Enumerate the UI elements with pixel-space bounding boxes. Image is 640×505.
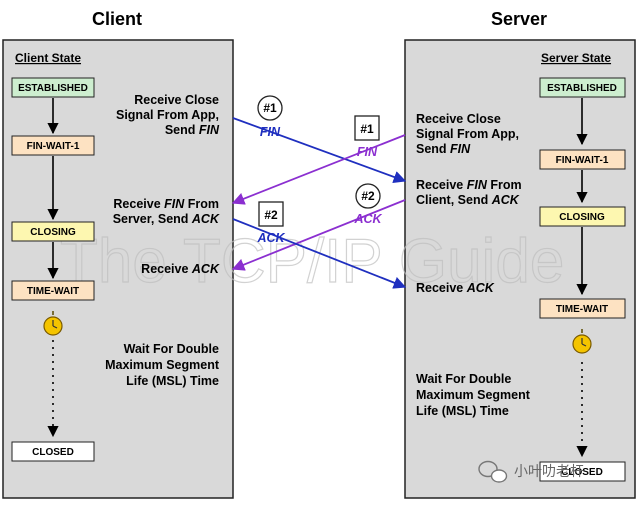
server-state-time-wait: TIME-WAIT [539, 298, 626, 319]
message-server-fin: #1 FIN [231, 115, 406, 205]
server-closed-box [539, 461, 626, 482]
server-fin-arrow [231, 134, 406, 205]
client-label-wait-1: Wait For Double [124, 342, 219, 356]
client-established-box [11, 77, 95, 98]
client-fin-arrow [232, 117, 407, 184]
client-label-close-3: Send FIN [165, 123, 220, 137]
server-ack-badge-text: #2 [361, 189, 375, 203]
client-label-recv-ack: Receive ACK [141, 262, 220, 276]
client-closing-text: CLOSING [30, 227, 76, 238]
client-state-closed: CLOSED [11, 441, 95, 462]
message-client-ack: #2 ACK [232, 201, 407, 289]
message-server-ack: #2 ACK [231, 183, 406, 271]
server-state-established: ESTABLISHED [539, 77, 626, 98]
client-fin-badge-text: #1 [263, 101, 277, 115]
server-label-finrecv-2: Client, Send ACK [416, 193, 520, 207]
client-fin-wait-box [11, 135, 95, 156]
server-ack-arrow [231, 199, 406, 271]
message-client-fin: #1 FIN [232, 95, 407, 184]
client-label-wait-3: Life (MSL) Time [126, 374, 219, 388]
server-label-close-2: Signal From App, [416, 127, 519, 141]
client-header: Client [92, 9, 142, 29]
client-label-close-2: Signal From App, [116, 108, 219, 122]
wechat-overlay: 小叶叻老杆 [478, 460, 584, 483]
client-state-fin-wait-1: FIN-WAIT-1 [11, 135, 95, 156]
client-label-wait-2: Maximum Segment [105, 358, 220, 372]
server-state-fin-wait-1: FIN-WAIT-1 [539, 149, 626, 170]
server-fin-wait-box [539, 149, 626, 170]
server-label-close-3: Send FIN [416, 142, 471, 156]
client-closed-box [11, 441, 95, 462]
client-state-closing: CLOSING [11, 221, 95, 242]
server-established-box [539, 77, 626, 98]
client-time-wait-text: TIME-WAIT [27, 286, 79, 297]
client-ack-label: ACK [256, 231, 285, 245]
client-fin-badge [257, 95, 283, 121]
client-label-finrecv-2: Server, Send ACK [113, 212, 220, 226]
server-state-closing: CLOSING [539, 206, 626, 227]
server-time-wait-text: TIME-WAIT [556, 304, 608, 315]
server-state-closed: CLOSED [539, 461, 626, 482]
server-time-wait-box [539, 298, 626, 319]
server-label-wait-2: Maximum Segment [416, 388, 531, 402]
client-ack-badge [258, 201, 284, 227]
server-established-text: ESTABLISHED [547, 83, 617, 94]
server-closing-box [539, 206, 626, 227]
client-label-finrecv-1: Receive FIN From [113, 197, 219, 211]
client-state-title: Client State [15, 51, 81, 65]
client-panel [2, 39, 234, 499]
client-ack-badge-text: #2 [264, 208, 278, 222]
server-fin-badge [354, 115, 380, 141]
client-stopwatch-icon [43, 311, 63, 336]
server-ack-label: ACK [353, 212, 382, 226]
client-time-wait-box [11, 280, 95, 301]
server-fin-badge-text: #1 [360, 122, 374, 136]
server-state-title: Server State [541, 51, 611, 65]
server-label-recv-ack: Receive ACK [416, 281, 495, 295]
wechat-label: 小叶叻老杆 [514, 464, 584, 480]
server-label-close-1: Receive Close [416, 112, 501, 126]
client-state-established: ESTABLISHED [11, 77, 95, 98]
server-closing-text: CLOSING [559, 212, 605, 223]
client-closing-box [11, 221, 95, 242]
wechat-icon [478, 460, 508, 483]
client-established-text: ESTABLISHED [18, 83, 88, 94]
server-closed-text: CLOSED [561, 467, 603, 478]
server-stopwatch-icon [572, 329, 592, 354]
server-label-finrecv-1: Receive FIN From [416, 178, 522, 192]
client-fin-wait-text: FIN-WAIT-1 [27, 141, 80, 152]
server-header: Server [491, 9, 547, 29]
server-label-wait-1: Wait For Double [416, 372, 511, 386]
client-closed-text: CLOSED [32, 447, 74, 458]
server-fin-wait-text: FIN-WAIT-1 [556, 155, 609, 166]
client-fin-label: FIN [260, 125, 281, 139]
server-ack-badge [355, 183, 381, 209]
client-label-close-1: Receive Close [134, 93, 219, 107]
server-fin-label: FIN [357, 145, 378, 159]
server-panel [404, 39, 636, 499]
client-state-time-wait: TIME-WAIT [11, 280, 95, 301]
server-label-wait-3: Life (MSL) Time [416, 404, 509, 418]
client-ack-arrow [232, 218, 407, 289]
